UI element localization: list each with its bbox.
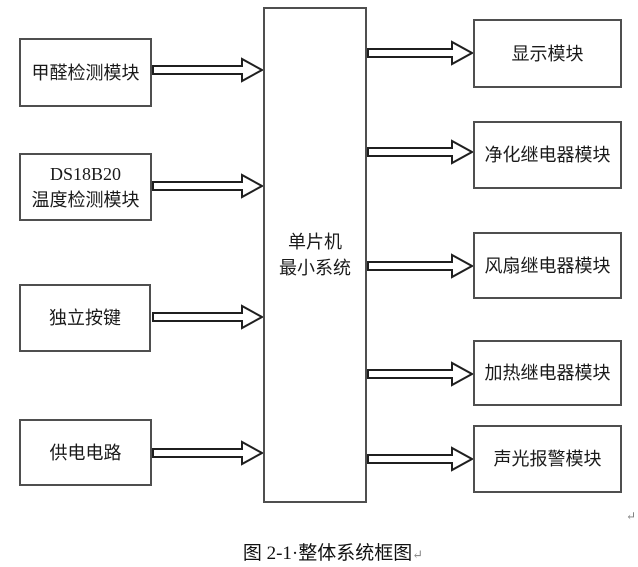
arrow-mcu-to-display-icon [367, 40, 473, 66]
box-label: 风扇继电器模块 [484, 255, 611, 276]
arrow-mcu-to-heating-icon [367, 361, 473, 387]
box-heating-relay: 加热继电器模块 [473, 340, 622, 406]
box-label: 供电电路 [49, 442, 122, 463]
paragraph-mark: ↵ [412, 547, 424, 562]
box-label: 甲醛检测模块 [31, 62, 140, 83]
box-formaldehyde-detection: 甲醛检测模块 [19, 38, 152, 107]
arrow-mcu-to-alarm-icon [367, 446, 473, 472]
box-label-line1: 单片机 [288, 232, 342, 252]
box-power-supply: 供电电路 [19, 419, 152, 486]
box-mcu-minimal-system: 单片机 最小系统 [263, 7, 367, 503]
arrow-formaldehyde-to-mcu-icon [152, 57, 263, 83]
box-label: 显示模块 [511, 43, 584, 64]
box-display-module: 显示模块 [473, 19, 622, 88]
box-label: 加热继电器模块 [484, 363, 611, 383]
arrow-temperature-to-mcu-icon [152, 173, 263, 199]
arrow-buttons-to-mcu-icon [152, 304, 263, 330]
figure-caption-text: 图 2-1·整体系统框图 [242, 543, 413, 564]
box-label: 独立按键 [49, 308, 121, 328]
box-purification-relay: 净化继电器模块 [473, 121, 622, 189]
box-ds18b20-temperature: DS18B20 温度检测模块 [19, 153, 152, 221]
arrow-mcu-to-purification-icon [367, 139, 473, 165]
box-sound-light-alarm: 声光报警模块 [473, 425, 622, 493]
box-label: 净化继电器模块 [484, 145, 611, 165]
figure-caption: 图 2-1·整体系统框图↵ [243, 538, 423, 565]
arrow-mcu-to-fan-icon [367, 253, 473, 279]
box-label-line1: DS18B20 [49, 164, 121, 184]
box-label: 声光报警模块 [493, 449, 602, 469]
box-independent-buttons: 独立按键 [19, 284, 151, 352]
arrow-power-to-mcu-icon [152, 440, 263, 466]
box-label-line2: 最小系统 [279, 258, 351, 278]
paragraph-mark: ↵ [626, 509, 637, 523]
box-label-line2: 温度检测模块 [31, 190, 140, 210]
box-fan-relay: 风扇继电器模块 [473, 232, 622, 299]
